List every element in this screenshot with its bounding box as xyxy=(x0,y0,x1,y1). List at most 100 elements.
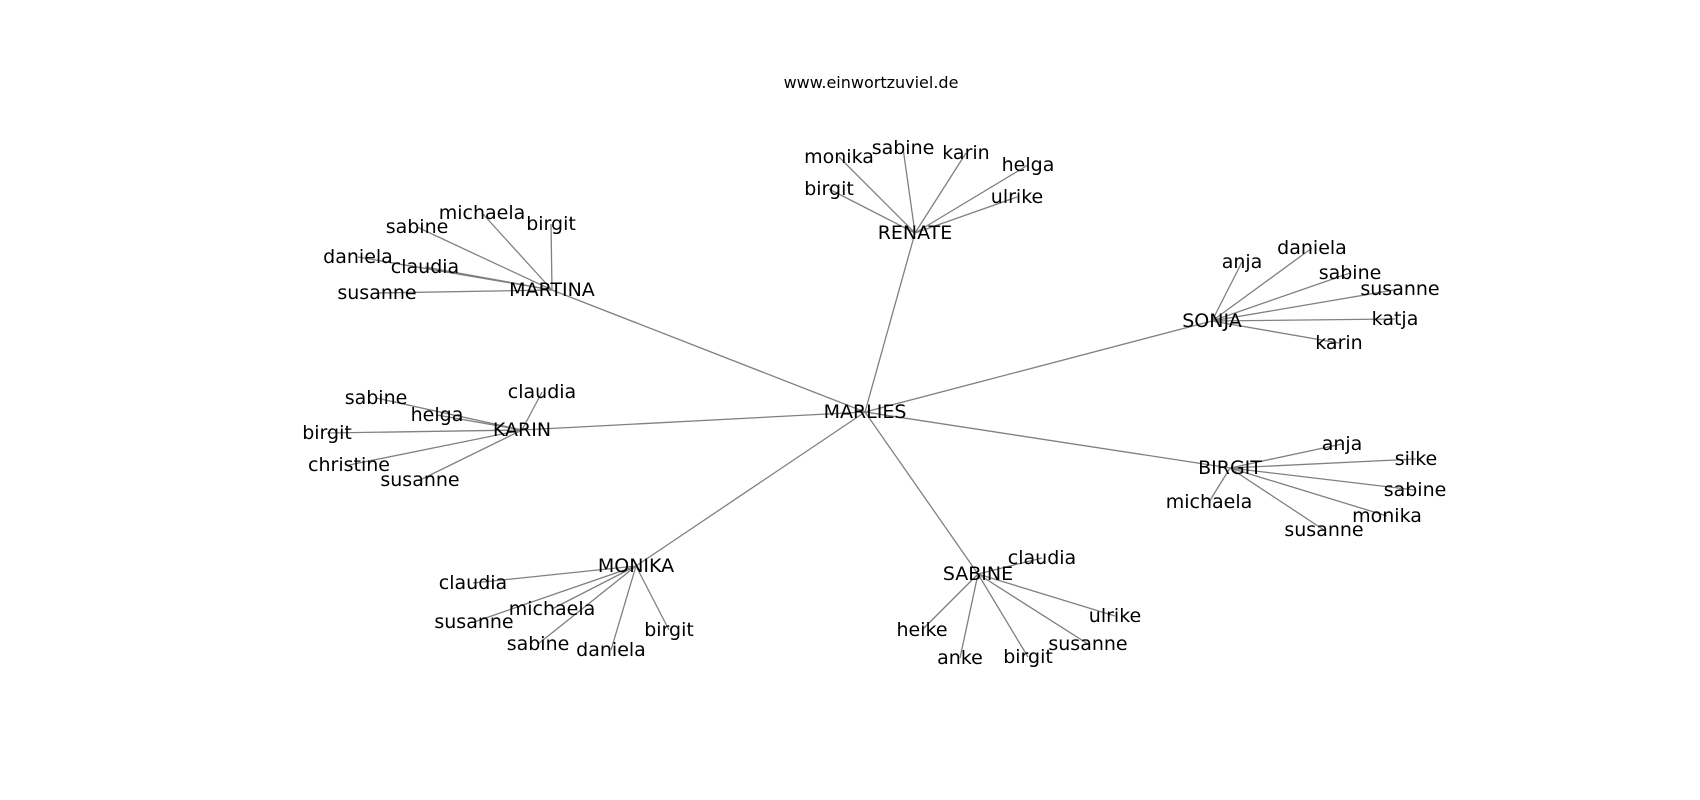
edge-sabine-to-anke xyxy=(959,573,979,659)
leaf-node-label: michaela xyxy=(509,598,596,620)
leaf-node-label: susanne xyxy=(1284,519,1363,541)
leaf-node-label: ulrike xyxy=(1089,605,1141,627)
leaf-node-label: karin xyxy=(942,142,989,164)
edge-sonja-to-karin xyxy=(1211,320,1340,344)
edge-sabine-to-claudia xyxy=(977,557,1043,575)
leaf-node-label: heike xyxy=(896,619,947,641)
edge-karin-to-birgit xyxy=(326,429,523,434)
edge-martina-to-michaela xyxy=(481,212,553,291)
edge-karin-to-susanne xyxy=(419,429,523,481)
leaf-node-label: daniela xyxy=(323,246,393,268)
edge-karin-to-helga xyxy=(436,414,523,431)
edge-birgit-to-sabine xyxy=(1229,467,1416,491)
leaf-node-label: silke xyxy=(1395,448,1437,470)
edge-sonja-to-susanne xyxy=(1211,288,1401,322)
edge-monika-to-claudia xyxy=(472,565,637,584)
site-caption: www.einwortzuviel.de xyxy=(784,73,959,92)
leaf-node-label: monika xyxy=(1352,505,1422,527)
hub-node-label: MONIKA xyxy=(598,555,674,577)
edge-sonja-to-anja xyxy=(1211,261,1243,322)
edge-karin-to-claudia xyxy=(521,391,543,431)
leaf-node-label: sabine xyxy=(872,137,935,159)
edge-sabine-to-heike xyxy=(921,573,979,631)
edge-center-to-sabine xyxy=(864,411,979,575)
leaf-node-label: karin xyxy=(1315,332,1362,354)
leaf-node-label: helga xyxy=(411,404,464,426)
leaf-node-label: birgit xyxy=(1003,646,1053,668)
edge-renate-to-sabine xyxy=(902,147,916,234)
edge-renate-to-helga xyxy=(914,164,1029,234)
edge-monika-to-birgit xyxy=(635,565,670,631)
leaf-node-label: sabine xyxy=(507,633,570,655)
edge-center-to-karin xyxy=(521,411,866,431)
leaf-node-label: daniela xyxy=(1277,237,1347,259)
edge-sonja-to-katja xyxy=(1211,318,1396,322)
hub-node-label: SABINE xyxy=(943,563,1013,585)
center-node-label: MARLIES xyxy=(824,401,907,423)
edge-monika-to-daniela xyxy=(610,565,637,651)
hub-node-label: BIRGIT xyxy=(1198,457,1262,479)
leaf-node-label: birgit xyxy=(804,178,854,200)
edge-center-to-birgit xyxy=(864,411,1231,469)
leaf-node-label: christine xyxy=(308,454,390,476)
leaf-node-label: anja xyxy=(1222,251,1263,273)
leaf-node-label: claudia xyxy=(439,572,507,594)
leaf-node-label: daniela xyxy=(576,639,646,661)
edge-birgit-to-monika xyxy=(1229,467,1388,517)
edge-sabine-to-birgit xyxy=(977,573,1029,658)
leaf-node-label: sabine xyxy=(1319,262,1382,284)
edge-karin-to-christine xyxy=(348,429,523,466)
edge-monika-to-sabine xyxy=(537,565,637,645)
leaf-node-label: claudia xyxy=(391,256,459,278)
edge-martina-to-claudia xyxy=(424,266,553,291)
edge-renate-to-birgit xyxy=(828,188,916,234)
edge-martina-to-sabine xyxy=(416,226,553,291)
edge-renate-to-karin xyxy=(914,152,967,234)
edge-birgit-to-silke xyxy=(1229,458,1417,469)
graph-edges xyxy=(326,147,1417,659)
edge-birgit-to-michaela xyxy=(1208,467,1231,503)
leaf-node-label: sabine xyxy=(386,216,449,238)
leaf-node-label: claudia xyxy=(1008,547,1076,569)
edge-sonja-to-sabine xyxy=(1211,272,1351,322)
edge-monika-to-michaela xyxy=(551,565,637,610)
edge-renate-to-monika xyxy=(838,156,916,234)
edge-sabine-to-susanne xyxy=(977,573,1089,645)
leaf-node-label: michaela xyxy=(1166,491,1253,513)
edge-center-to-sonja xyxy=(864,320,1213,413)
edge-monika-to-susanne xyxy=(473,565,637,623)
leaf-node-label: susanne xyxy=(1048,633,1127,655)
leaf-node-label: anja xyxy=(1322,433,1363,455)
hub-node-label: RENATE xyxy=(878,222,953,244)
hub-node-label: KARIN xyxy=(493,419,551,441)
edge-birgit-to-susanne xyxy=(1229,467,1325,531)
leaf-node-label: helga xyxy=(1002,154,1055,176)
leaf-node-label: michaela xyxy=(439,202,526,224)
hub-node-label: SONJA xyxy=(1182,310,1242,332)
edge-martina-to-susanne xyxy=(376,289,553,294)
leaf-node-label: birgit xyxy=(526,213,576,235)
edge-karin-to-sabine xyxy=(375,397,523,431)
leaf-node-label: susanne xyxy=(380,469,459,491)
edge-center-to-renate xyxy=(864,232,916,413)
edge-center-to-monika xyxy=(635,411,866,567)
hub-node-label: MARTINA xyxy=(509,279,595,301)
leaf-node-label: susanne xyxy=(434,611,513,633)
leaf-node-label: katja xyxy=(1372,308,1419,330)
edge-martina-to-birgit xyxy=(550,223,553,291)
leaf-node-label: sabine xyxy=(1384,479,1447,501)
leaf-node-label: susanne xyxy=(1360,278,1439,300)
leaf-node-label: anke xyxy=(937,647,983,669)
leaf-node-label: ulrike xyxy=(991,186,1043,208)
edge-birgit-to-anja xyxy=(1229,443,1343,469)
leaf-node-label: birgit xyxy=(644,619,694,641)
leaf-node-label: birgit xyxy=(302,422,352,444)
edge-sonja-to-daniela xyxy=(1211,247,1313,322)
leaf-node-label: claudia xyxy=(508,381,576,403)
leaf-node-label: monika xyxy=(804,146,874,168)
edge-renate-to-ulrike xyxy=(914,196,1018,234)
edge-center-to-martina xyxy=(551,289,866,413)
edge-sabine-to-ulrike xyxy=(977,573,1116,617)
